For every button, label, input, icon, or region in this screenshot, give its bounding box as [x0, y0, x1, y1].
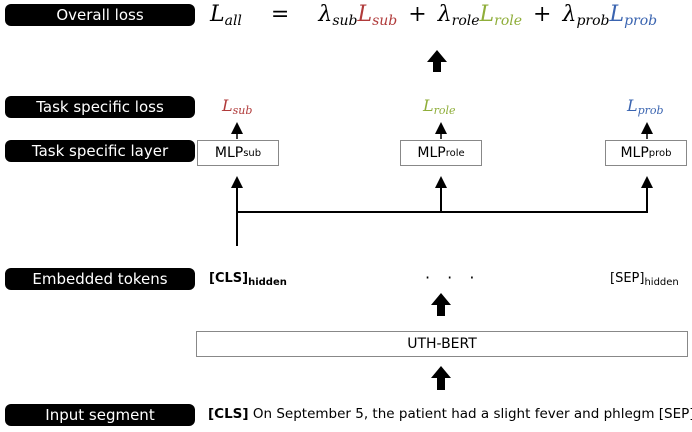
formula-term-role: λroleLrole [437, 2, 523, 29]
formula-lhs: Lall [210, 2, 242, 29]
formula-term-prob: λprobLprob [562, 2, 658, 29]
label-task-specific-layer: Task specific layer [5, 140, 195, 162]
big-arrow-bert-to-tokens [431, 293, 451, 316]
formula-plus: + [533, 2, 552, 27]
label-embedded-tokens: Embedded tokens [5, 268, 195, 290]
label-input-segment: Input segment [5, 404, 195, 426]
loss-role: Lrole [423, 96, 456, 117]
input-segment-text: [CLS] On September 5, the patient had a … [208, 406, 692, 422]
uth-bert-box: UTH-BERT [196, 331, 688, 357]
big-arrow-up [427, 50, 447, 72]
branch-connector [231, 176, 653, 246]
formula-plus: + [408, 2, 427, 27]
overall-loss-formula: Lall = λsubLsub + λroleLrole + λprobLpro… [210, 2, 680, 32]
loss-sub: Lsub [222, 96, 253, 117]
token-cls-hidden: [CLS]hidden [209, 271, 287, 288]
big-arrow-input-to-bert [431, 366, 451, 390]
label-overall-loss: Overall loss [5, 4, 195, 26]
formula-equals: = [270, 2, 290, 27]
loss-prob: Lprob [627, 96, 664, 117]
token-ellipsis: · · · [425, 268, 481, 287]
formula-term-sub: λsubLsub [318, 2, 398, 29]
token-sep-hidden: [SEP]hidden [610, 271, 679, 288]
label-task-specific-loss: Task specific loss [5, 96, 195, 118]
